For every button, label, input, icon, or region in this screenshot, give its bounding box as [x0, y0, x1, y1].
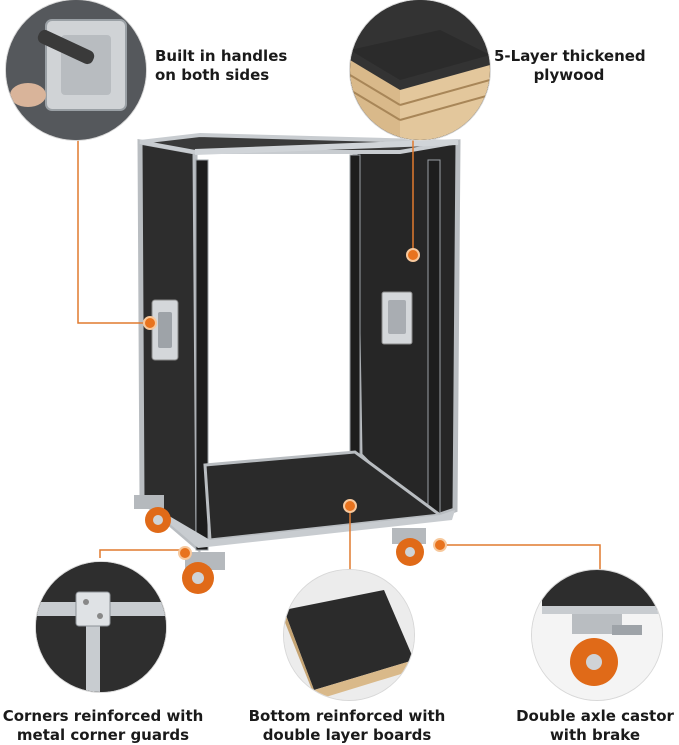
detail-bottom-circle — [284, 570, 414, 700]
label-handles-line2: on both sides — [155, 66, 270, 84]
castor-front-right — [392, 528, 426, 566]
detail-handles-circle — [6, 0, 146, 140]
label-plywood-line2: plywood — [533, 66, 605, 84]
dot-corners — [178, 546, 192, 560]
dot-castor — [433, 538, 447, 552]
label-bottom-line1: Bottom reinforced with — [248, 707, 446, 725]
detail-castor-circle — [532, 570, 662, 700]
label-corners-line2: metal corner guards — [16, 726, 190, 744]
connector-corners — [99, 549, 185, 558]
label-castor: Double axle castor with brake — [512, 707, 678, 745]
label-plywood: 5-Layer thickened plywood — [494, 47, 646, 85]
front-right-rail — [349, 154, 361, 456]
castor-wheel-icon — [532, 570, 662, 700]
label-castor-line1: Double axle castor — [516, 707, 674, 725]
label-handles: Built in handles on both sides — [155, 47, 287, 85]
corner-guard-icon — [36, 562, 166, 692]
castor-front-left — [182, 552, 225, 594]
bottom-frame — [142, 500, 455, 548]
label-handles-line1: Built in handles — [155, 47, 288, 65]
label-plywood-line1: 5-Layer thickened — [494, 47, 646, 65]
board-icon — [284, 570, 414, 700]
label-bottom-line2: double layer boards — [262, 726, 432, 744]
detail-plywood-circle — [350, 0, 490, 140]
label-castor-line2: with brake — [549, 726, 641, 744]
connector-handles — [77, 130, 150, 324]
dot-plywood — [406, 248, 420, 262]
front-left-rail — [195, 159, 209, 551]
connector-castor — [440, 544, 601, 570]
detail-corners-circle — [36, 562, 166, 692]
plywood-layers-icon — [350, 0, 490, 140]
castor-back-left — [134, 495, 171, 533]
label-corners-line1: Corners reinforced with — [2, 707, 204, 725]
dot-bottom — [343, 499, 357, 513]
label-corners: Corners reinforced with metal corner gua… — [0, 707, 206, 745]
label-bottom: Bottom reinforced with double layer boar… — [242, 707, 452, 745]
dot-handles — [143, 316, 157, 330]
handle-icon — [6, 0, 146, 140]
rear-right-rail — [427, 159, 441, 521]
